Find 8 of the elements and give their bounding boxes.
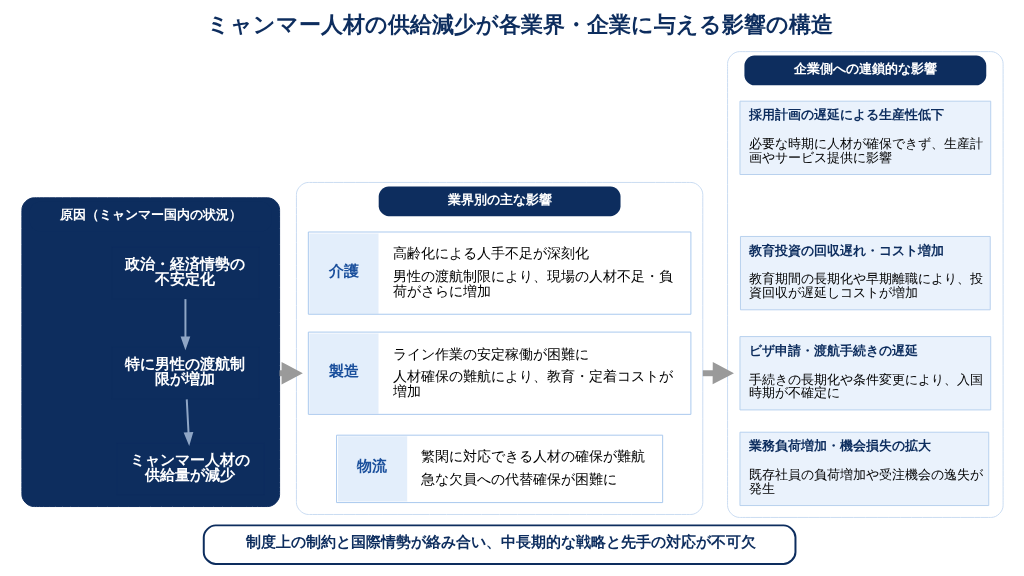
diagram-title: ミャンマー人材の供給減少が各業界・企業に与える影響の構造 xyxy=(206,12,833,38)
node-text: 政治・経済情勢の不安定化 xyxy=(124,255,245,289)
node-text: 特に男性の渡航制限が増加 xyxy=(124,355,245,389)
node-text: ミャンマー人材の供給量が減少 xyxy=(129,450,250,484)
node-box: 制度上の制約と国際情勢が絡み合い、中長期的な戦略と先手の対応が不可欠 xyxy=(202,524,796,565)
arrow xyxy=(180,298,190,351)
arrow xyxy=(183,398,193,447)
arrow xyxy=(702,361,734,385)
